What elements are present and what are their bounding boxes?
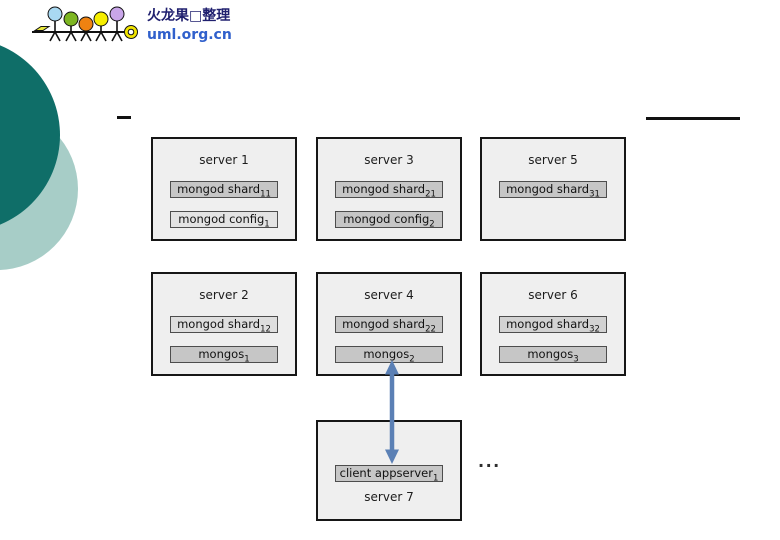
- component-subscript: 22: [425, 324, 436, 335]
- server-box-6: server 6 mongod shard32 mongos3: [480, 272, 626, 376]
- component-label: client appserver: [339, 466, 433, 480]
- component-mongod-shard: mongod shard21: [335, 181, 443, 200]
- component-mongod-shard: mongod shard31: [499, 181, 607, 200]
- component-mongod-config: mongod config2: [335, 211, 443, 230]
- component-subscript: 32: [589, 324, 600, 335]
- double-headed-arrow-icon: [385, 360, 399, 464]
- component-subscript: 31: [589, 189, 600, 200]
- balloon-head-icon: [63, 11, 79, 27]
- server-box-3: server 3 mongod shard21 mongod config2: [316, 137, 462, 241]
- component-subscript: 1: [244, 354, 250, 365]
- server-title: server 5: [528, 153, 578, 167]
- component-subscript: 11: [260, 189, 271, 200]
- component-client-appserver: client appserver1: [335, 465, 443, 484]
- rule-line-short: [117, 116, 131, 119]
- component-mongos: mongos3: [499, 346, 607, 365]
- component-subscript: 2: [429, 219, 435, 230]
- component-label: mongos: [363, 347, 410, 361]
- component-mongos: mongos1: [170, 346, 278, 365]
- component-subscript: 3: [573, 354, 579, 365]
- component-mongod-config: mongod config1: [170, 211, 278, 230]
- component-label: mongod shard: [177, 182, 261, 196]
- server-box-1: server 1 mongod shard11 mongod config1: [151, 137, 297, 241]
- component-mongod-shard: mongod shard12: [170, 316, 278, 335]
- rule-line-long: [646, 117, 740, 120]
- balloon-head-icon: [78, 16, 94, 32]
- server-title: server 1: [199, 153, 249, 167]
- component-label: mongod shard: [342, 317, 426, 331]
- ellipsis-more-servers: ...: [478, 452, 501, 471]
- component-subscript: 21: [425, 189, 436, 200]
- server-box-5: server 5 mongod shard31: [480, 137, 626, 241]
- component-label: mongod config: [178, 212, 265, 226]
- component-subscript: 1: [432, 473, 439, 484]
- logo-site-link[interactable]: uml.org.cn: [147, 27, 232, 43]
- server-title: server 6: [528, 288, 578, 302]
- server-title: server 4: [364, 288, 414, 302]
- balloon-head-icon: [93, 11, 109, 27]
- component-subscript: 1: [264, 219, 270, 230]
- flag-icon: [33, 26, 51, 31]
- component-subscript: 2: [409, 354, 415, 365]
- server-box-2: server 2 mongod shard12 mongos1: [151, 272, 297, 376]
- component-mongod-shard: mongod shard32: [499, 316, 607, 335]
- logo-title: 火龙果□整理: [147, 8, 231, 24]
- server-title: server 2: [199, 288, 249, 302]
- component-label: mongod shard: [177, 317, 261, 331]
- component-mongod-shard: mongod shard22: [335, 316, 443, 335]
- component-subscript: 12: [260, 324, 271, 335]
- component-label: mongod shard: [506, 317, 590, 331]
- balloon-head-icon: [109, 6, 125, 22]
- component-label: mongod shard: [506, 182, 590, 196]
- uml-org-logo-icon: [32, 6, 138, 42]
- server-box-7: client appserver1 server 7: [316, 420, 462, 521]
- server-box-4: server 4 mongod shard22 mongos2: [316, 272, 462, 376]
- balloon-head-icon: [47, 6, 63, 22]
- component-label: mongos: [527, 347, 574, 361]
- component-mongod-shard: mongod shard11: [170, 181, 278, 200]
- server-title: server 3: [364, 153, 414, 167]
- component-label: mongod shard: [342, 182, 426, 196]
- logo-text-block: 火龙果□整理 uml.org.cn: [147, 7, 232, 45]
- component-label: mongos: [198, 347, 245, 361]
- component-label: mongod config: [343, 212, 430, 226]
- server-title: server 7: [364, 490, 414, 504]
- component-mongos: mongos2: [335, 346, 443, 365]
